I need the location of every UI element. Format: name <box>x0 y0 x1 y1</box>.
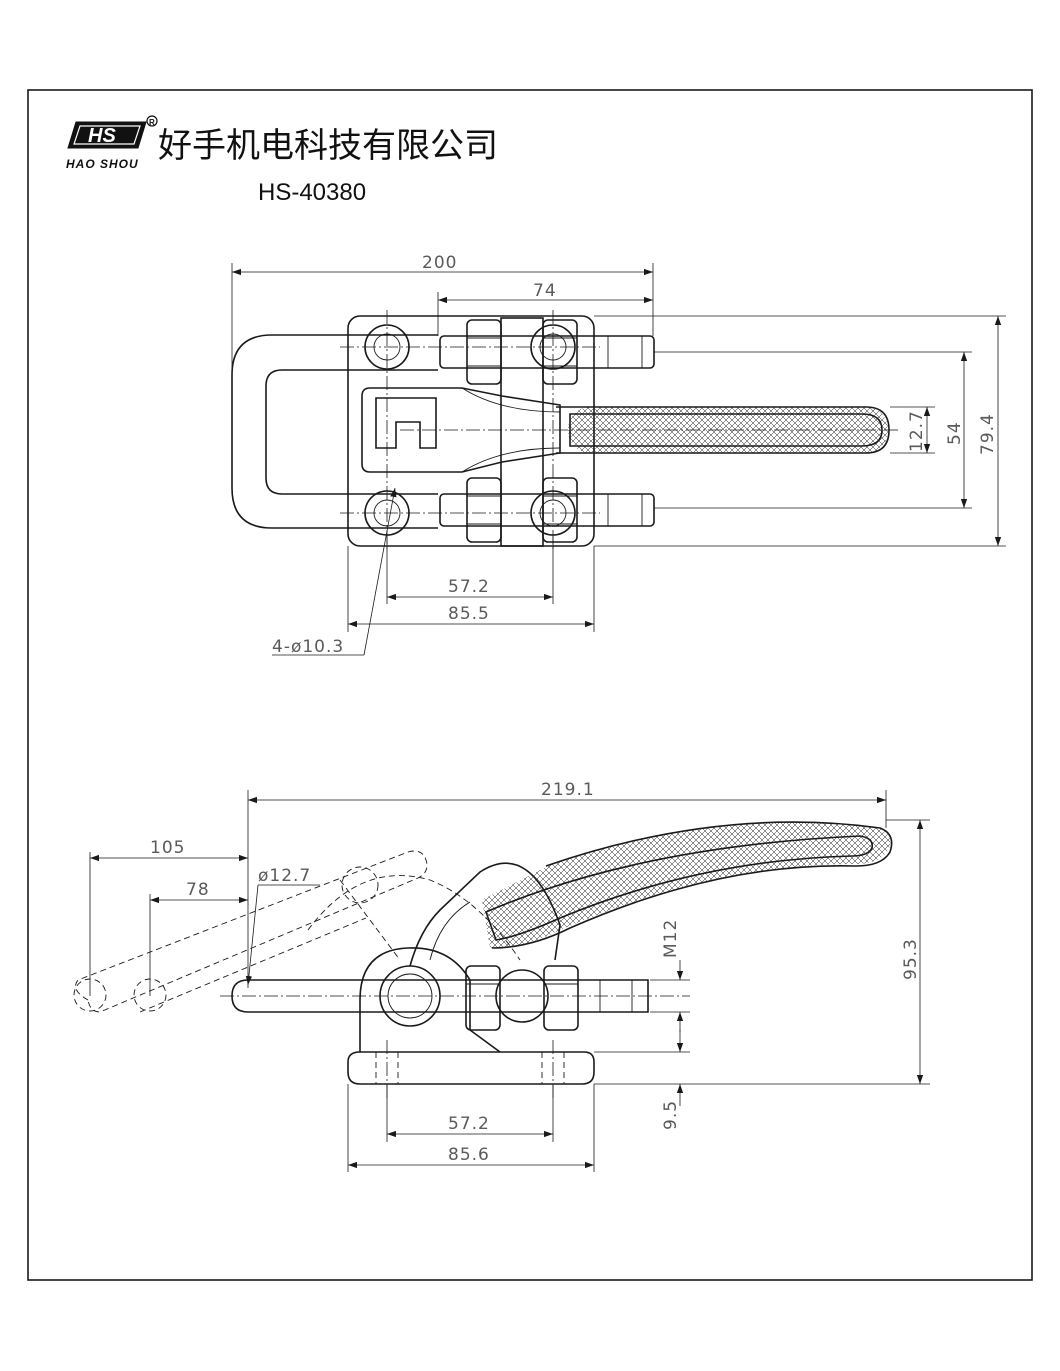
lower-stud <box>439 493 655 527</box>
side-view: 219.1 105 78 ø12.7 M12 95.3 <box>73 780 930 1172</box>
base-plate <box>347 315 595 547</box>
model-number: HS-40380 <box>258 179 366 206</box>
svg-text:78: 78 <box>186 880 210 900</box>
dim-overall-width-79-4: 79.4 <box>594 315 1006 547</box>
clevis-body <box>361 387 561 473</box>
dim-stud-spacing-54: 54 <box>654 351 972 509</box>
registered-mark-icon <box>146 115 158 127</box>
hook-bar-outer <box>231 334 438 529</box>
upper-stud <box>439 335 655 369</box>
dim-base-thickness-9-5: 9.5 <box>594 1030 690 1130</box>
logo-text: HS <box>88 125 116 147</box>
latch-bar <box>231 979 649 1013</box>
svg-text:54: 54 <box>945 421 965 445</box>
brand-subtitle: HAO SHOU <box>66 157 139 171</box>
side-hex-nut-right <box>543 965 579 1031</box>
leader-holes-10-3: 4-ø10.3 <box>272 487 397 657</box>
svg-text:12.7: 12.7 <box>907 410 927 452</box>
dim-side-hole-spacing-57-2: 57.2 <box>386 1084 554 1142</box>
hook-bar-inner <box>265 369 438 495</box>
svg-text:200: 200 <box>422 253 457 273</box>
dim-height-95-3: 95.3 <box>594 819 930 1085</box>
title-block: HS R HAO SHOU 好手机电科技有限公司 HS-40380 <box>66 115 498 206</box>
svg-text:M12: M12 <box>661 919 681 958</box>
company-logo: HS R HAO SHOU <box>66 115 158 171</box>
svg-text:74: 74 <box>533 281 557 301</box>
dim-hole-spacing-57-2: 57.2 <box>386 536 554 604</box>
top-view: 200 74 79.4 54 12.7 57 <box>231 253 1006 657</box>
registered-mark: R <box>149 118 155 127</box>
svg-text:57.2: 57.2 <box>448 577 490 597</box>
dim-open-travel-105: 105 <box>89 838 248 996</box>
svg-text:85.6: 85.6 <box>448 1145 490 1165</box>
side-hex-nut-left <box>465 965 501 1031</box>
hex-nut-upper-left <box>466 319 502 385</box>
hex-nut-upper-right <box>542 319 578 385</box>
company-name: 好手机电科技有限公司 <box>158 126 498 166</box>
side-base-plate <box>347 1051 595 1085</box>
clevis-slot <box>375 397 437 449</box>
dim-thread-m12: M12 <box>650 919 690 1032</box>
svg-text:ø12.7: ø12.7 <box>258 866 311 886</box>
center-block <box>500 317 544 547</box>
pivot-housing <box>359 947 501 1053</box>
svg-text:9.5: 9.5 <box>661 1100 681 1130</box>
dim-handle-width-12-7: 12.7 <box>890 406 935 454</box>
dim-stud-offset-74: 74 <box>437 281 653 336</box>
hex-nut-lower-left <box>466 477 502 543</box>
dim-open-travel-78: 78 <box>149 880 248 996</box>
sheet-border <box>27 89 1033 1281</box>
svg-text:4-ø10.3: 4-ø10.3 <box>272 637 344 657</box>
dim-overall-length-200: 200 <box>231 253 654 372</box>
leader-bar-diameter-12-7: ø12.7 <box>245 866 320 986</box>
dim-overall-length-219-1: 219.1 <box>247 780 887 988</box>
svg-text:95.3: 95.3 <box>901 938 921 980</box>
dim-base-length-85-5: 85.5 <box>347 546 595 632</box>
svg-text:57.2: 57.2 <box>448 1114 490 1134</box>
svg-text:85.5: 85.5 <box>448 604 490 624</box>
svg-text:79.4: 79.4 <box>978 413 998 455</box>
hex-nut-lower-right <box>542 477 578 543</box>
svg-text:105: 105 <box>150 838 185 858</box>
dim-side-base-length-85-6: 85.6 <box>347 1084 595 1172</box>
svg-text:219.1: 219.1 <box>541 780 595 800</box>
handle-side-view <box>482 821 893 949</box>
